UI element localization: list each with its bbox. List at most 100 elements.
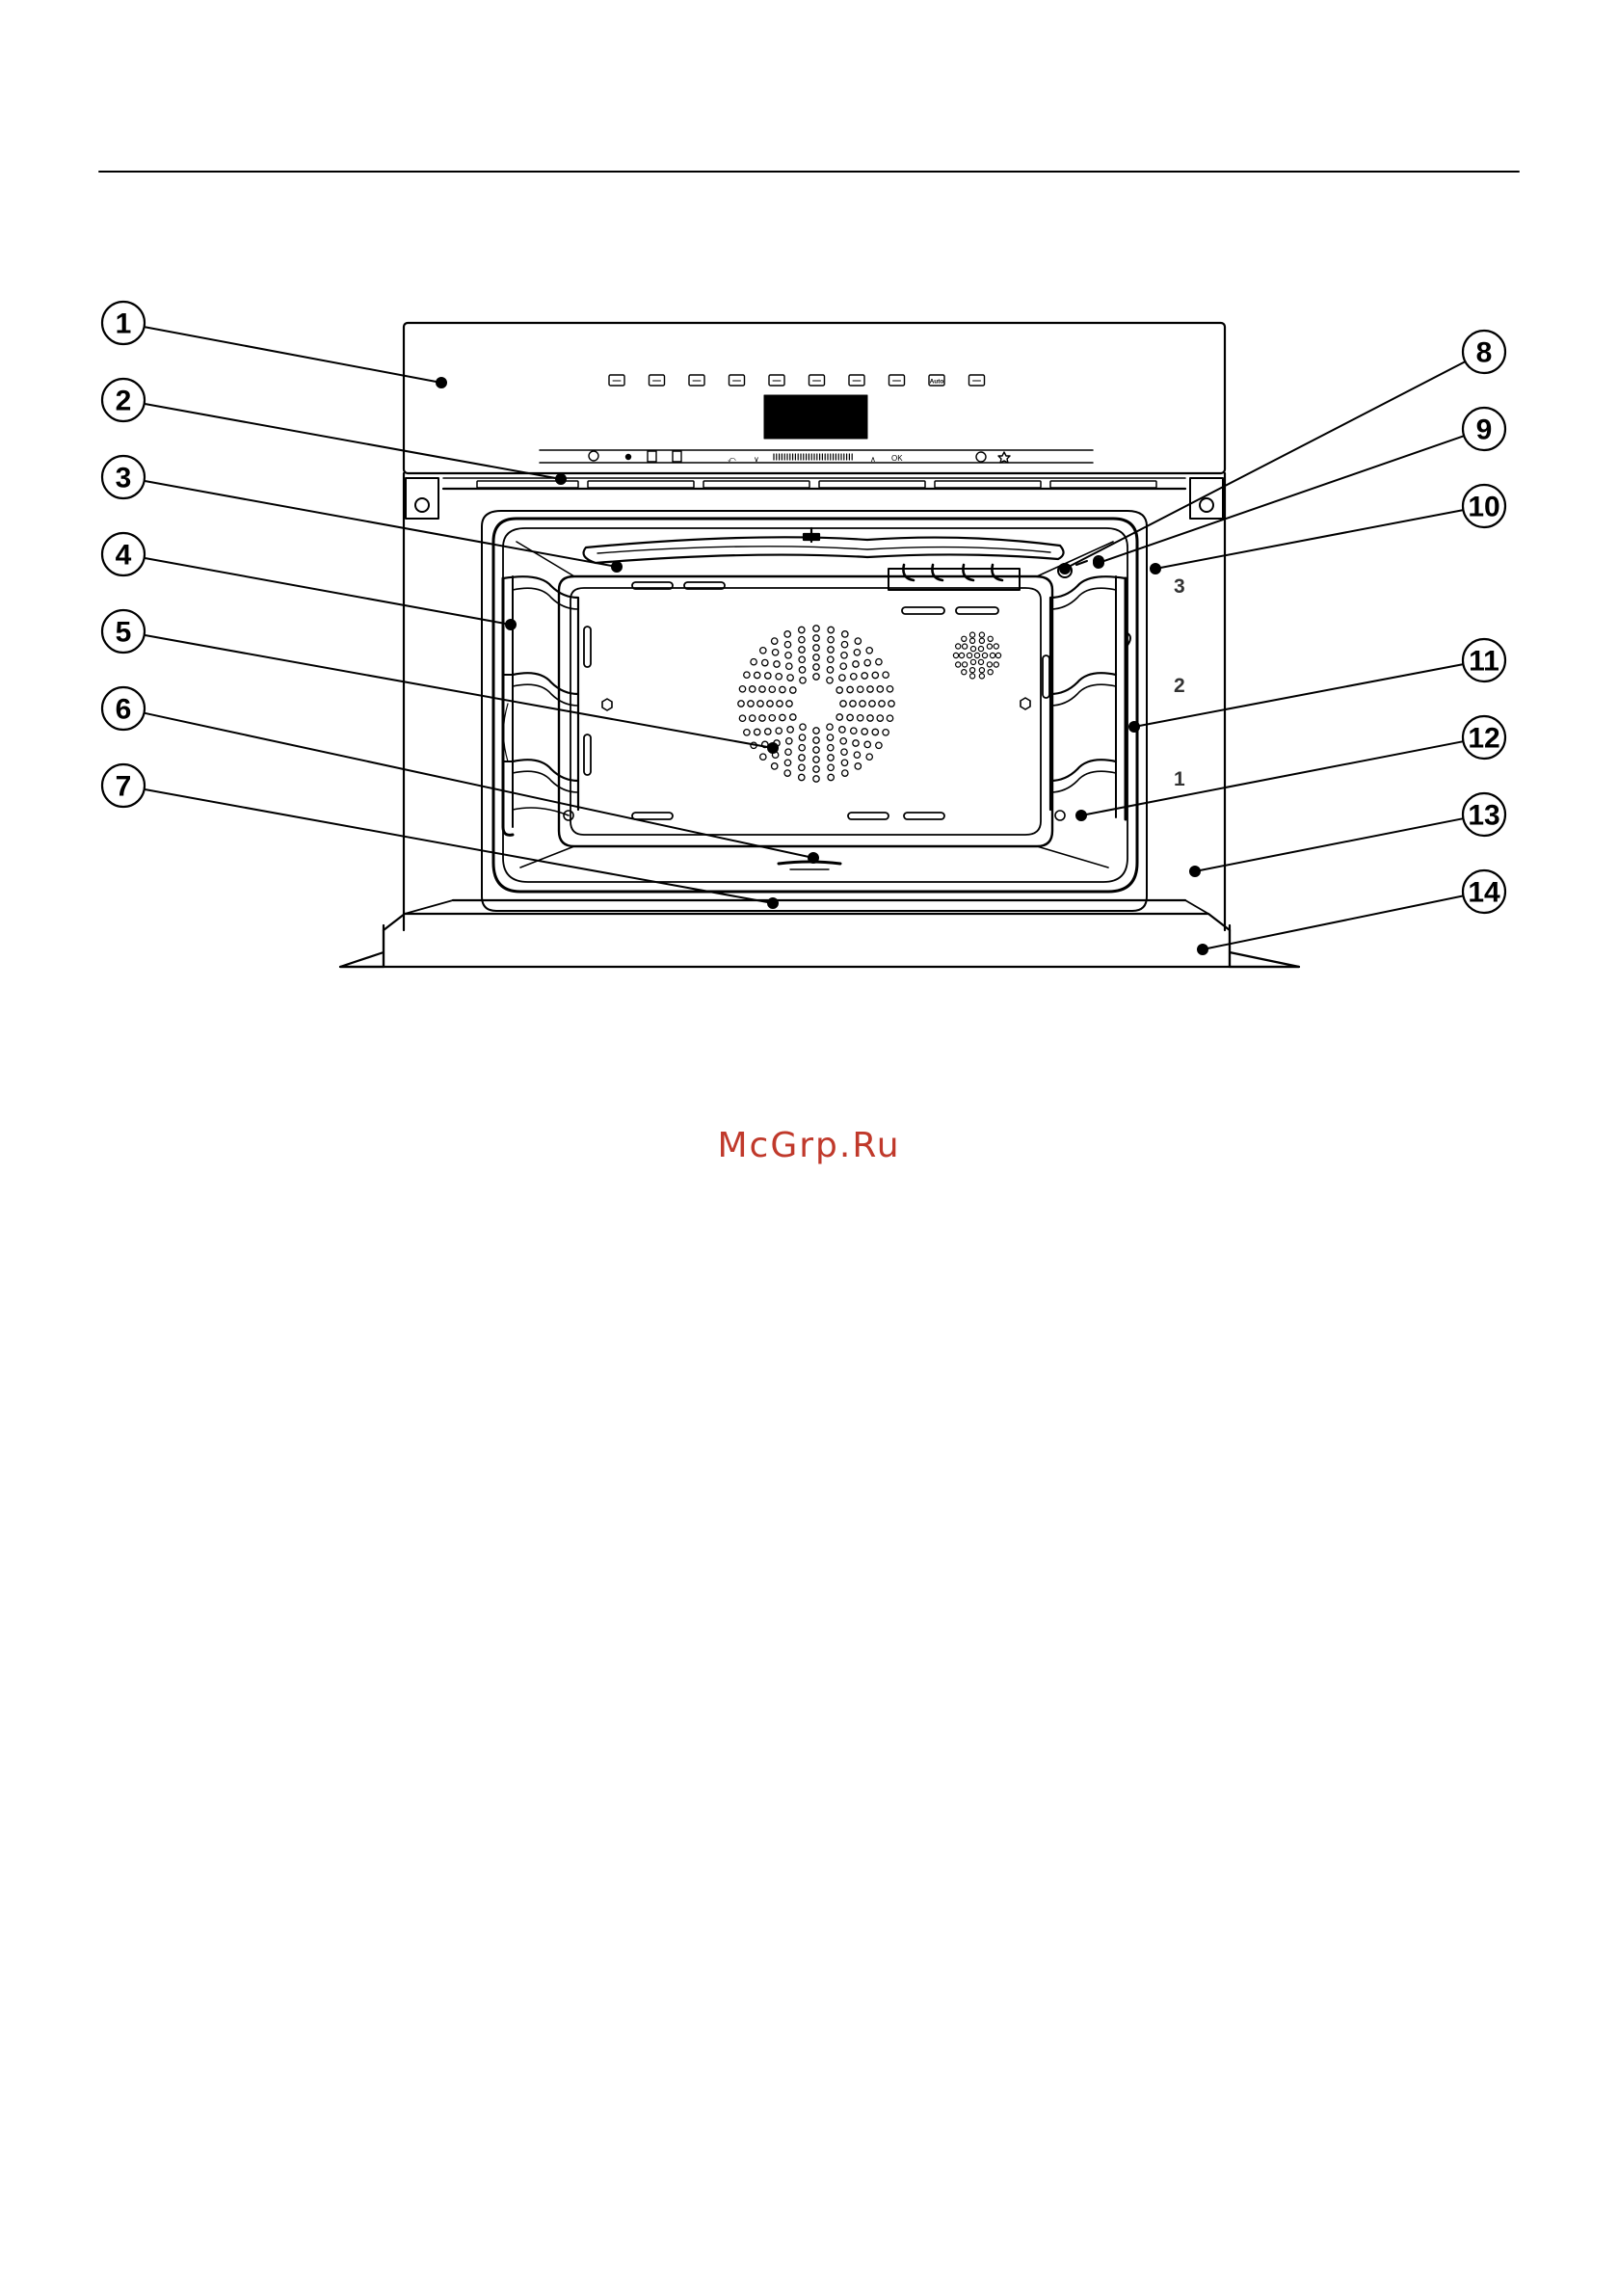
- fan-hole: [877, 686, 883, 692]
- fan-hole: [853, 661, 859, 667]
- fan-hole: [855, 763, 861, 769]
- back-control[interactable]: ⤺: [728, 455, 736, 464]
- leader-dot: [1151, 564, 1161, 574]
- fan-hole: [784, 631, 790, 637]
- fan-hole: [785, 653, 791, 658]
- fan-hole: [765, 729, 771, 734]
- shelf-level-1: 1: [1174, 768, 1185, 790]
- small-fan-hole: [970, 674, 975, 679]
- right-side-runners: [1050, 576, 1130, 819]
- steam-button[interactable]: [609, 375, 624, 386]
- up-control[interactable]: ∧: [870, 455, 876, 464]
- fan-hole: [776, 728, 782, 734]
- fan-hole: [828, 745, 834, 751]
- fan-hole: [839, 675, 845, 681]
- fan-hole: [765, 673, 771, 679]
- fan-hole: [839, 727, 845, 733]
- defrost-button[interactable]: [849, 375, 864, 386]
- callout-number: 5: [116, 617, 132, 649]
- callout-number: 6: [116, 694, 132, 726]
- fan-hole: [780, 686, 785, 692]
- fan-hole: [828, 647, 834, 653]
- callout-4: 4: [102, 533, 517, 630]
- fan-hole: [827, 734, 833, 740]
- fan-hole: [866, 648, 872, 654]
- fan-hole: [813, 645, 819, 651]
- ok-control[interactable]: OK: [891, 454, 903, 463]
- callout-2: 2: [102, 379, 567, 485]
- callout-5: 5: [102, 610, 779, 754]
- fan-hole: [799, 667, 805, 673]
- fan-hole: [799, 755, 805, 761]
- fan-hole: [862, 729, 867, 734]
- recipe-button[interactable]: [889, 375, 905, 386]
- fan-hole: [760, 754, 766, 760]
- fan-cover: [738, 626, 894, 782]
- button-row: Auto: [609, 375, 985, 386]
- leader-line: [145, 635, 773, 748]
- back-wall-screws: [564, 698, 1065, 820]
- leader-dot: [506, 620, 517, 630]
- fan-hole: [799, 764, 805, 770]
- fan-hole: [772, 650, 778, 655]
- callout-12: 12: [1076, 716, 1506, 821]
- fan-hole: [841, 642, 847, 648]
- fan-hole: [762, 659, 768, 665]
- grill-button[interactable]: [809, 375, 825, 386]
- leader-dot: [612, 562, 623, 573]
- fan-hole: [860, 701, 865, 707]
- fan-hole: [799, 774, 805, 780]
- right-mount-hole: [1200, 498, 1213, 512]
- fan-hole: [876, 659, 882, 665]
- program-button[interactable]: [969, 375, 985, 386]
- auto-button[interactable]: Auto: [929, 375, 944, 386]
- small-fan-hole: [956, 644, 961, 649]
- small-fan-hole: [967, 653, 971, 657]
- fan-hole: [813, 728, 819, 734]
- fan-hole: [836, 714, 842, 720]
- small-fan-hole: [988, 636, 993, 641]
- callout-number: 10: [1468, 492, 1499, 523]
- fan-hole: [841, 749, 847, 755]
- fan-hole: [800, 678, 806, 683]
- fan-hole: [867, 715, 873, 721]
- fan-hole: [851, 728, 857, 734]
- fan-hole: [877, 715, 883, 721]
- fan-hole: [828, 764, 834, 770]
- leader-dot: [437, 378, 447, 388]
- fan-hole: [799, 656, 805, 662]
- small-fan-hole: [995, 653, 1000, 657]
- fan-hole: [769, 715, 775, 721]
- callout-number: 3: [116, 463, 132, 494]
- fan-hole: [800, 724, 806, 730]
- fan-hole: [813, 766, 819, 772]
- minute-minder-icon: [673, 451, 681, 462]
- leader-line: [145, 481, 617, 567]
- small-fan-hole: [979, 674, 984, 679]
- fan-hole: [887, 715, 892, 721]
- fan-hole: [828, 656, 834, 662]
- leader-dot: [556, 474, 567, 485]
- fan-hole: [785, 749, 791, 755]
- fan-hole: [827, 667, 833, 673]
- down-control[interactable]: ∨: [754, 455, 759, 464]
- callout-number: 4: [116, 540, 132, 572]
- fan-hole: [883, 672, 889, 678]
- favourite-icon: [998, 452, 1010, 463]
- mode-button[interactable]: [689, 375, 704, 386]
- fan-button[interactable]: [650, 375, 665, 386]
- fan-hole: [867, 686, 873, 692]
- fan-hole: [813, 664, 819, 670]
- fan-hole: [842, 770, 848, 776]
- combination-button[interactable]: [729, 375, 745, 386]
- temperature-button[interactable]: [769, 375, 784, 386]
- small-fan-hole: [970, 668, 975, 673]
- fan-hole: [813, 757, 819, 762]
- fan-hole: [777, 701, 782, 707]
- fan-hole: [813, 626, 819, 631]
- small-fan-hole: [959, 653, 964, 657]
- fan-hole: [744, 672, 750, 678]
- slider-ticks: [774, 454, 852, 460]
- fan-hole: [883, 730, 889, 735]
- fan-hole: [842, 631, 848, 637]
